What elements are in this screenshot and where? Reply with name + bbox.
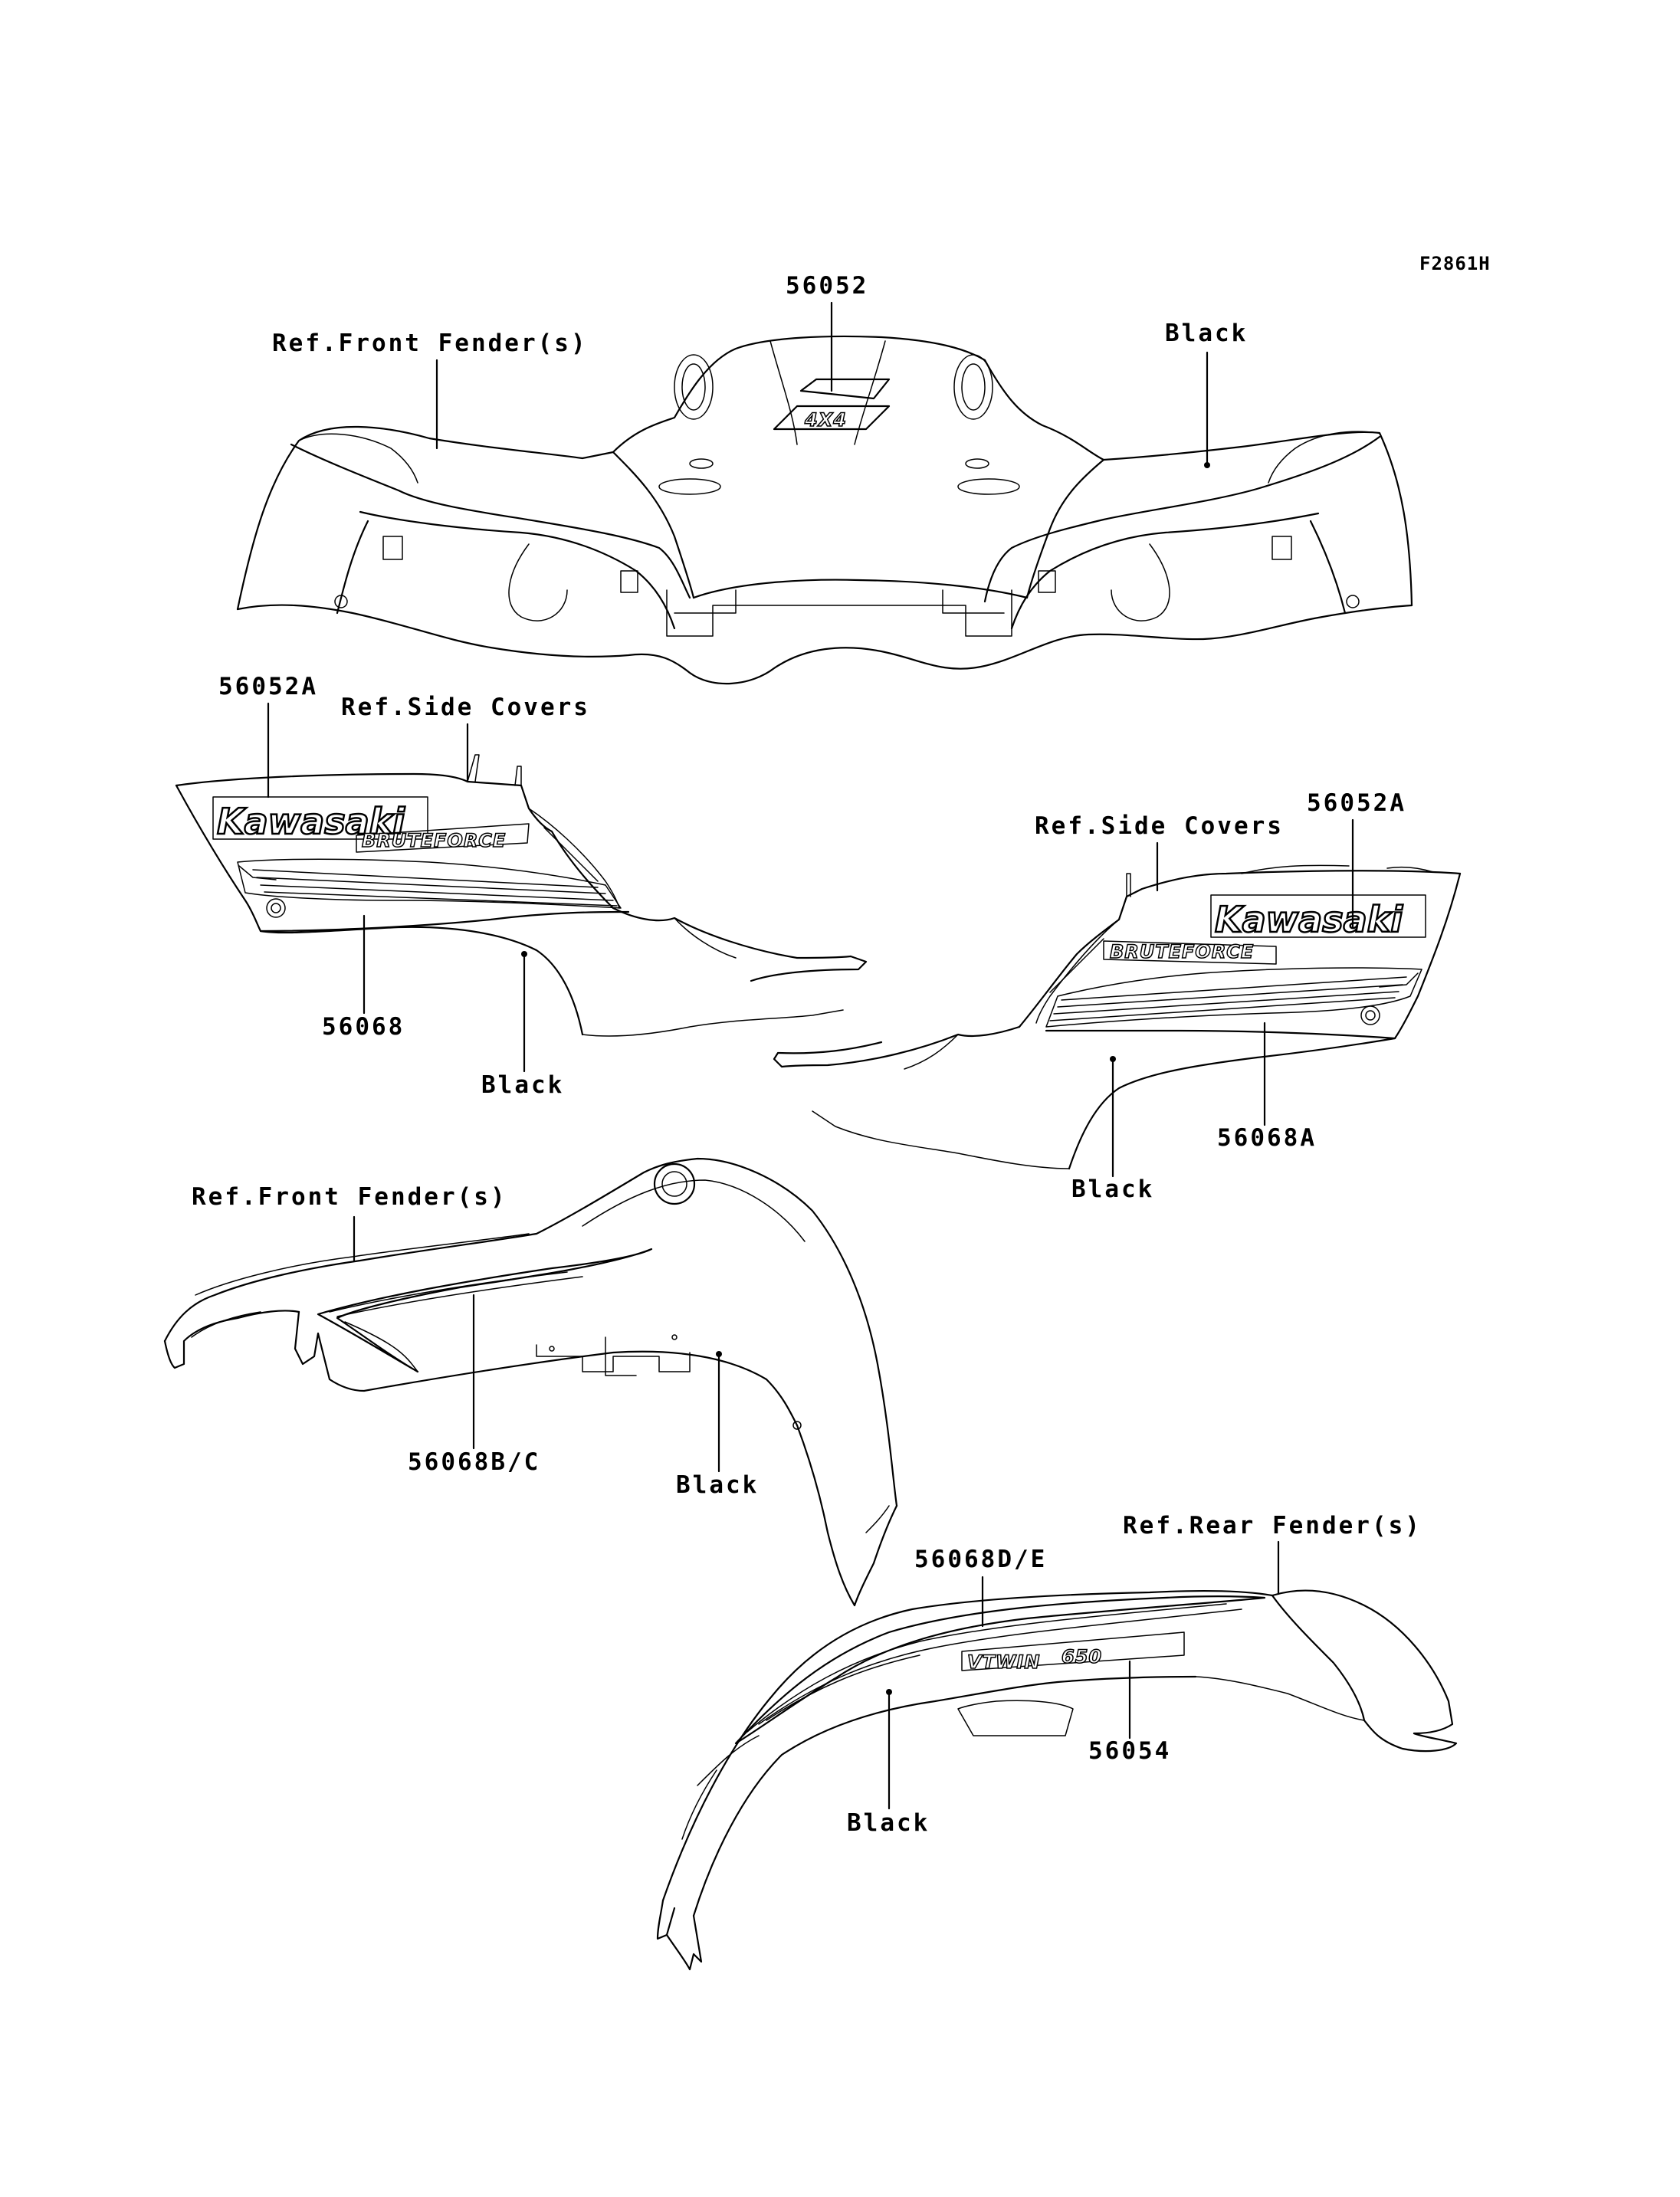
decal-left-sub-text: BRUTEFORCE: [362, 830, 506, 851]
point-black-rear-fender: [886, 1689, 892, 1695]
label-black-left-cover: Black: [481, 1071, 564, 1099]
label-ref-front-fender-top: Ref.Front Fender(s): [272, 330, 588, 357]
decal-left-kawasaki: Kawasaki: [212, 796, 428, 843]
label-ref-rear-fender: Ref.Rear Fender(s): [1123, 1512, 1422, 1540]
label-ref-side-covers-left: Ref.Side Covers: [341, 694, 590, 721]
decal-left-bruteforce: BRUTEFORCE: [356, 823, 530, 853]
label-black-rear-fender: Black: [847, 1809, 930, 1837]
front-fender-side-illustration: [163, 1157, 898, 1607]
label-black-top: Black: [1165, 320, 1248, 347]
label-ref-front-fender-side: Ref.Front Fender(s): [192, 1183, 507, 1211]
point-black-top: [1204, 462, 1210, 468]
front-fender-assembly-illustration: [236, 335, 1413, 685]
label-ref-side-covers-right: Ref.Side Covers: [1035, 812, 1284, 840]
decal-right-sub-text: BRUTEFORCE: [1110, 941, 1254, 962]
point-black-front-fender: [716, 1351, 722, 1357]
label-part-56052a-left: 56052A: [218, 673, 318, 700]
label-part-56068bc: 56068B/C: [408, 1448, 540, 1476]
decal-right-logo-text: Kawasaki: [1215, 899, 1403, 940]
label-part-56068: 56068: [322, 1013, 405, 1041]
left-side-cover-illustration: [175, 754, 868, 1037]
label-part-56052: 56052: [786, 272, 868, 300]
label-part-56052a-right: 56052A: [1307, 789, 1406, 817]
figure-code: F2861H: [1419, 253, 1491, 274]
decal-4x4-badge: 4X4: [773, 378, 891, 431]
decal-vtwin-text: VTWIN: [967, 1651, 1040, 1673]
rear-fender-side-illustration: [656, 1589, 1458, 1971]
label-black-front-fender: Black: [676, 1471, 759, 1499]
decal-rear-vtwin650: VTWIN 650: [961, 1631, 1185, 1674]
decal-650-text: 650: [1061, 1646, 1102, 1667]
decal-4x4-text: 4X4: [804, 409, 847, 431]
label-part-56054: 56054: [1088, 1737, 1171, 1765]
decal-left-logo-text: Kawasaki: [217, 801, 405, 842]
decal-right-bruteforce: BRUTEFORCE: [1103, 940, 1277, 965]
point-black-left-cover: [521, 951, 527, 957]
label-part-56068de: 56068D/E: [914, 1546, 1047, 1573]
decal-right-kawasaki: Kawasaki: [1210, 894, 1426, 941]
label-part-56068a: 56068A: [1217, 1124, 1317, 1152]
right-side-cover-illustration: [773, 864, 1462, 1170]
label-black-right-cover: Black: [1071, 1176, 1154, 1203]
point-black-right-cover: [1110, 1056, 1116, 1062]
